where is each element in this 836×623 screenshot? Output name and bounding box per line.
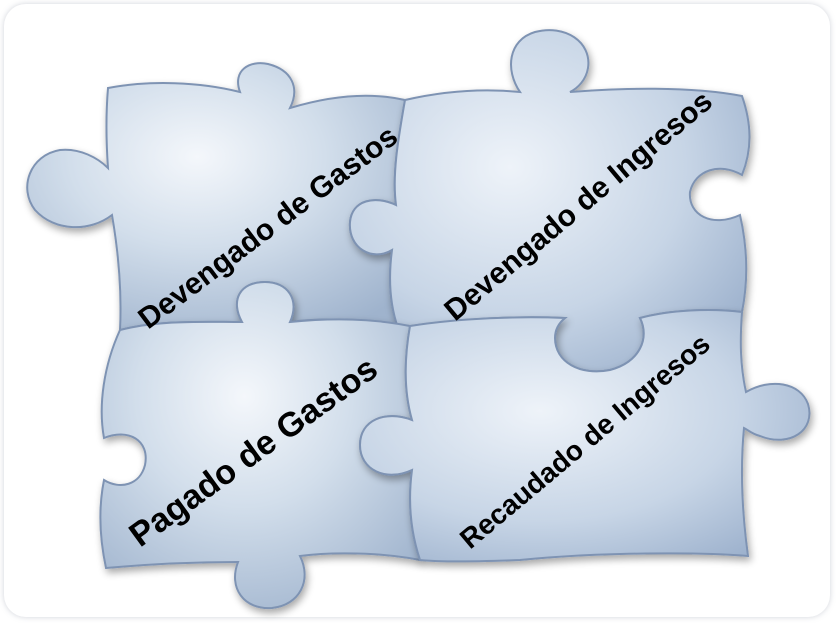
puzzle-piece-bottom-right — [358, 309, 811, 563]
puzzle-piece-top-left — [26, 62, 407, 332]
puzzle-piece-top-right — [348, 29, 751, 373]
